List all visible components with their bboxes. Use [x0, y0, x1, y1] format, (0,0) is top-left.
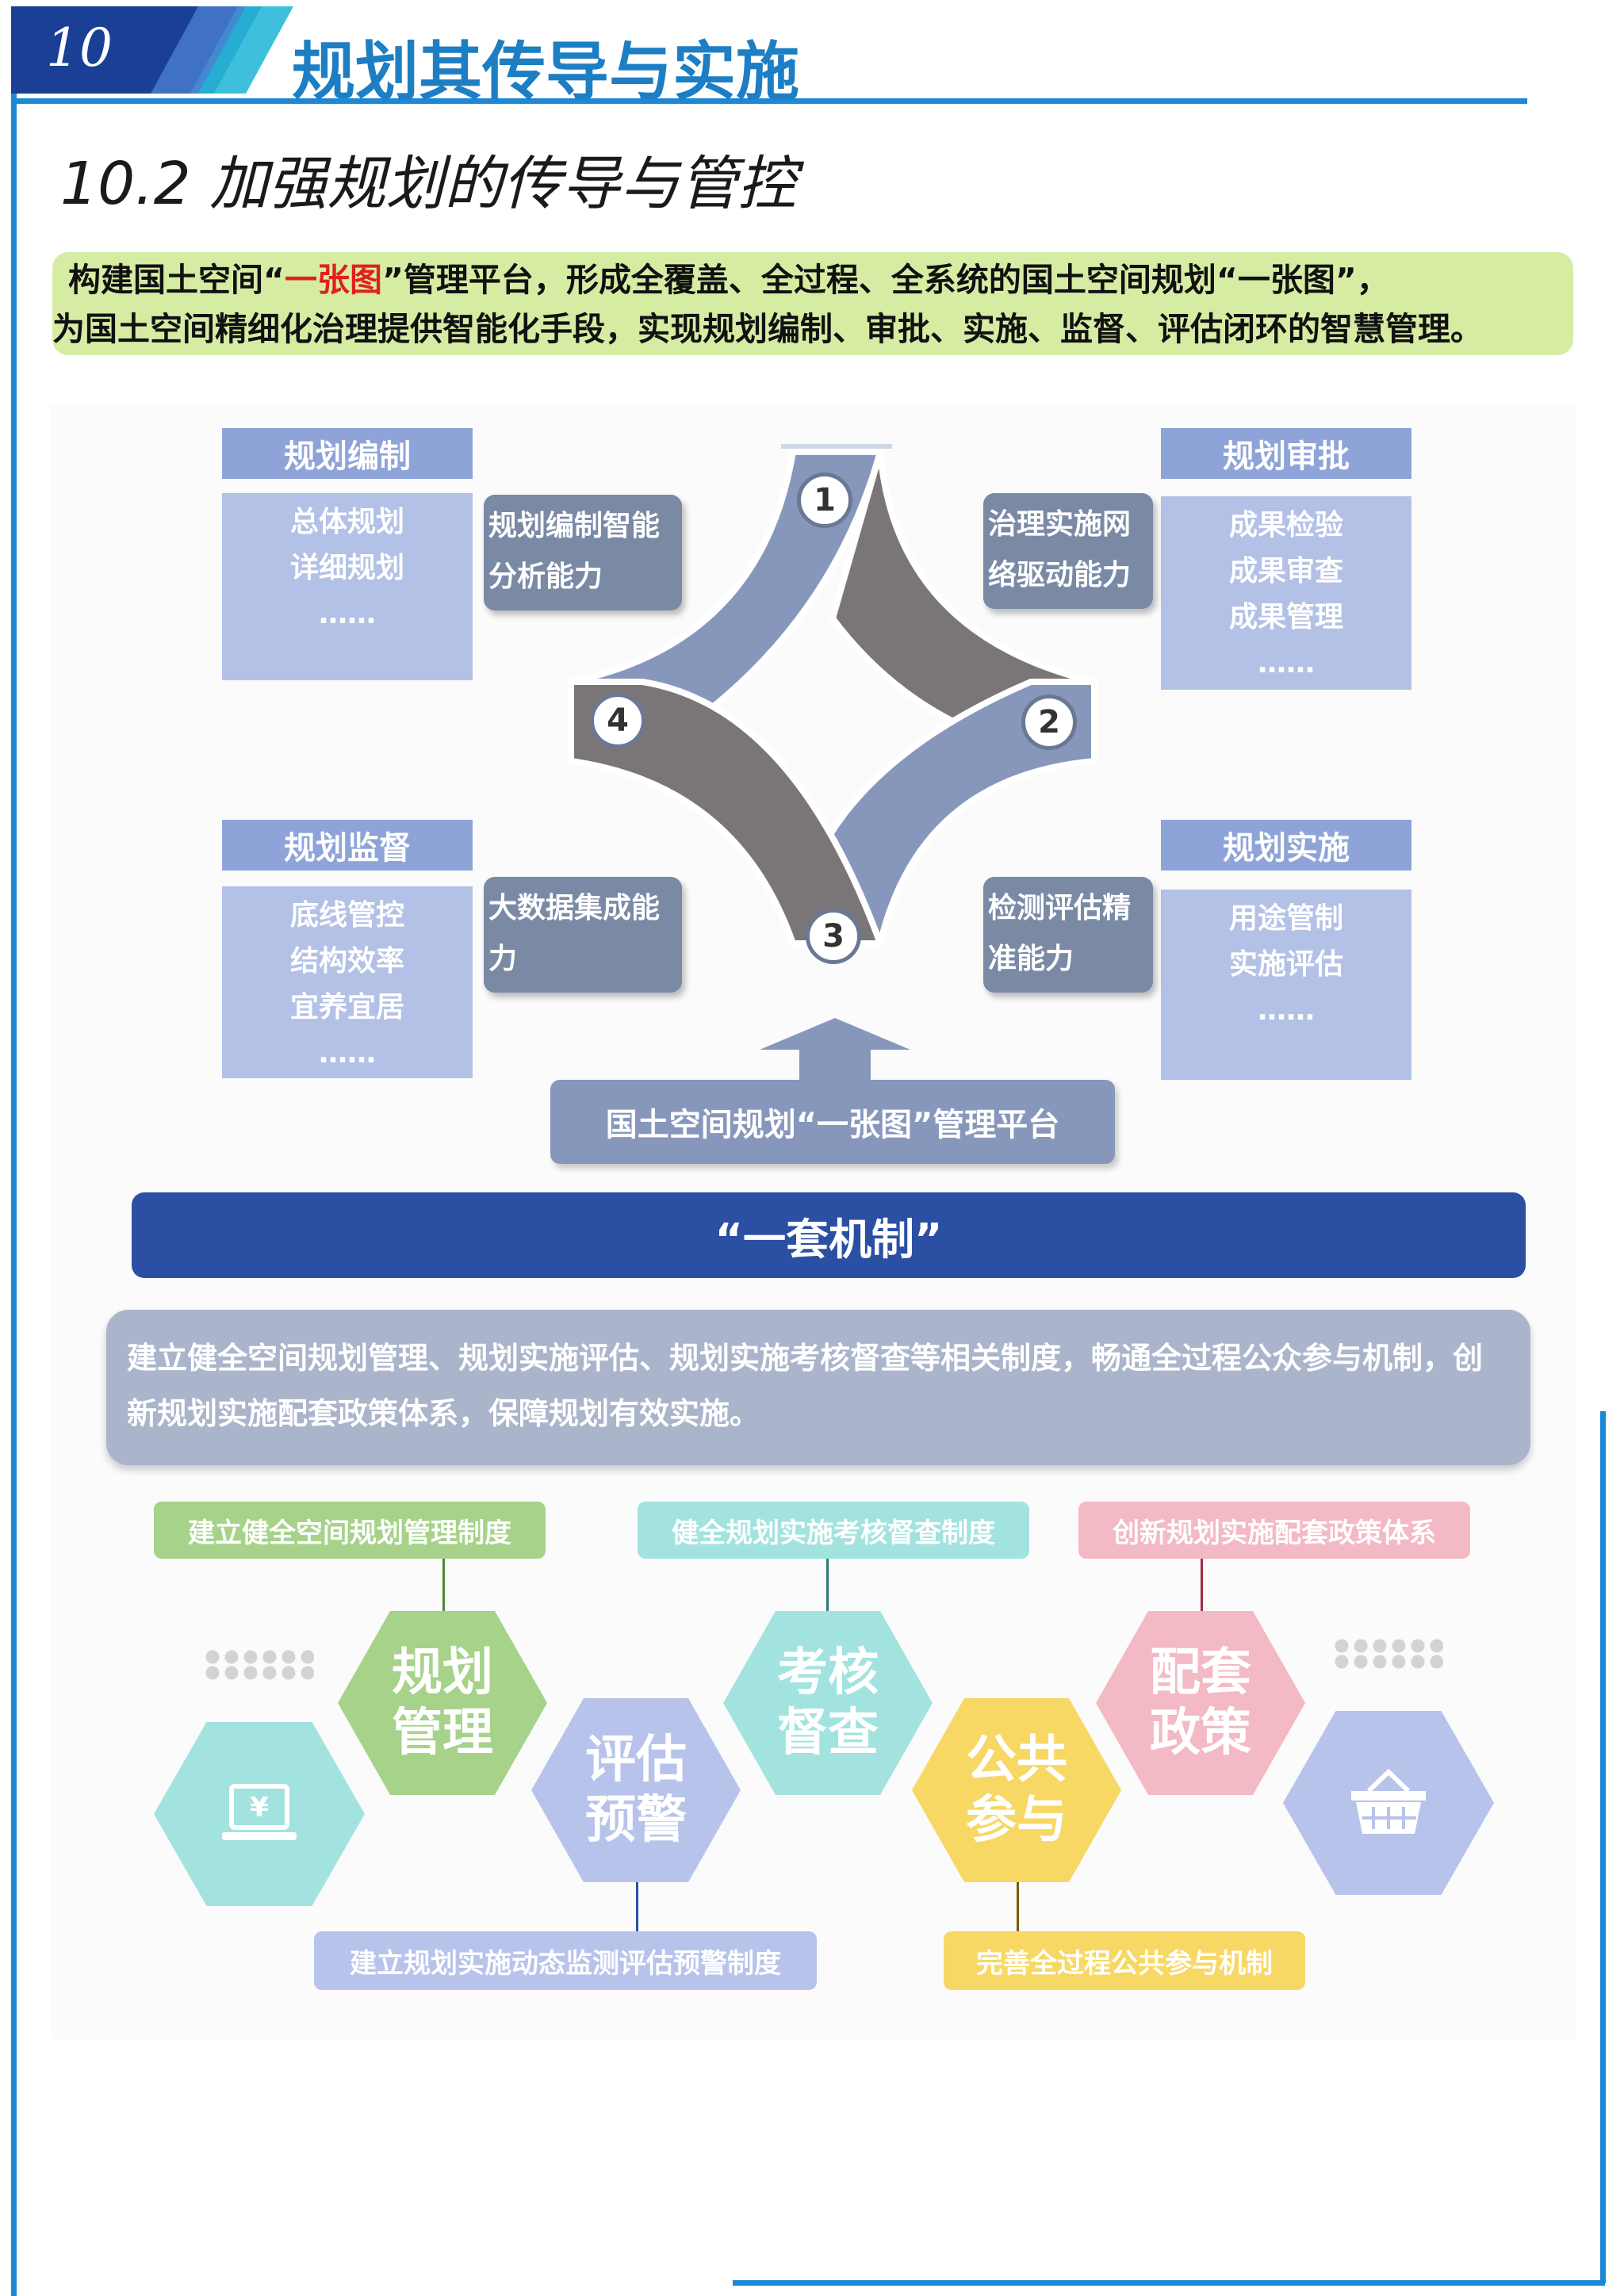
quadrant-header-plan-compile: 规划编制 [222, 428, 473, 479]
capability-plan-compile: 规划编制智能分析能力 [484, 495, 682, 610]
list-item: 详细规划 [289, 552, 404, 584]
laptop-yen-icon: ¥ [222, 1784, 297, 1840]
intro-box [52, 252, 1573, 355]
intro-highlight: 一张图 [284, 261, 382, 299]
basket-hexagon [1283, 1711, 1494, 1895]
dots-icon [203, 1649, 314, 1681]
platform-label: 国土空间规划“一张图”管理平台 [550, 1080, 1115, 1164]
cycle-diagram [568, 444, 1097, 947]
list-item: 用途管制 [1228, 902, 1343, 935]
tag-spatial-planning-management: 建立健全空间规划管理制度 [154, 1502, 546, 1559]
quadrant-list-plan-approve: 成果检验 成果审查 成果管理 …… [1161, 496, 1411, 690]
tag-implementation-supervision: 健全规划实施考核督查制度 [638, 1502, 1029, 1559]
connector-line [442, 1559, 445, 1611]
quadrant-header-plan-supervise: 规划监督 [222, 820, 473, 871]
hexagon-line: 参与 [966, 1791, 1067, 1850]
intro-line-2: 为国土空间精细化治理提供智能化手段，实现规划编制、审批、实施、监督、评估闭环的智… [52, 310, 1483, 348]
list-item: 结构效率 [289, 945, 404, 978]
quadrant-header-plan-approve: 规划审批 [1161, 428, 1411, 479]
connector-line [826, 1559, 829, 1614]
hexagon-line: 政策 [1150, 1704, 1251, 1762]
cycle-badge-1: 1 [797, 473, 852, 528]
list-item: …… [319, 598, 376, 630]
list-item: …… [319, 1037, 376, 1070]
cycle-badge-3: 3 [806, 909, 861, 964]
hexagon-public-participation: 公共参与 [912, 1698, 1121, 1882]
mechanism-banner: “一套机制” [132, 1192, 1526, 1278]
list-item: …… [1258, 994, 1315, 1027]
quadrant-list-plan-supervise: 底线管控 结构效率 宜养宜居 …… [222, 886, 473, 1078]
quadrant-list-plan-compile: 总体规划 详细规划 …… [222, 493, 473, 680]
section-title: 10.2 加强规划的传导与管控 [60, 150, 797, 218]
capability-plan-supervise: 大数据集成能力 [484, 877, 682, 993]
capability-plan-implement: 检测评估精准能力 [983, 877, 1153, 993]
chapter-title: 规划其传导与实施 [292, 35, 799, 109]
mechanism-description: 建立健全空间规划管理、规划实施评估、规划实施考核督查等相关制度，畅通全过程公众参… [106, 1310, 1530, 1465]
svg-text:¥: ¥ [250, 1792, 269, 1823]
quadrant-list-plan-implement: 用途管制 实施评估 …… [1161, 890, 1411, 1080]
list-item: 底线管控 [289, 899, 404, 932]
connector-line [636, 1879, 638, 1931]
left-rule [11, 103, 17, 2296]
tag-supporting-policy: 创新规划实施配套政策体系 [1078, 1502, 1470, 1559]
list-item: 成果管理 [1228, 601, 1343, 633]
laptop-yen-hexagon: ¥ [154, 1722, 365, 1906]
capability-plan-approve: 治理实施网络驱动能力 [983, 493, 1153, 609]
list-item: 宜养宜居 [289, 991, 404, 1024]
list-item: …… [1258, 647, 1315, 679]
hexagon-line: 规划 [392, 1644, 493, 1702]
basket-icon [1351, 1768, 1426, 1834]
hexagon-line: 考核 [777, 1644, 879, 1702]
tag-public-participation: 完善全过程公共参与机制 [944, 1931, 1305, 1990]
hexagon-line: 预警 [585, 1791, 687, 1850]
hexagon-line: 公共 [966, 1731, 1067, 1789]
intro-line-1: 构建国土空间“一张图”管理平台，形成全覆盖、全过程、全系统的国土空间规划“一张图… [68, 255, 1389, 304]
list-item: 成果检验 [1228, 509, 1343, 541]
intro-line-1-start: 构建国土空间“ [68, 261, 285, 299]
hexagon-line: 配套 [1150, 1644, 1251, 1702]
hexagon-planning-management: 规划管理 [338, 1611, 547, 1795]
right-rule [1600, 1411, 1606, 2283]
chapter-header-graphic [11, 6, 1527, 109]
bottom-rule [733, 2280, 1605, 2286]
connector-line [1017, 1882, 1019, 1931]
list-item: 实施评估 [1228, 948, 1343, 981]
hexagon-line: 管理 [392, 1704, 493, 1762]
hexagon-line: 督查 [777, 1704, 879, 1762]
hexagon-assessment-inspection: 考核督查 [723, 1611, 933, 1795]
hexagon-evaluation-warning: 评估预警 [531, 1698, 741, 1882]
dots-icon [1332, 1638, 1443, 1670]
quadrant-header-plan-implement: 规划实施 [1161, 820, 1411, 871]
list-item: 成果审查 [1228, 555, 1343, 587]
hexagon-supporting-policy: 配套政策 [1096, 1611, 1305, 1795]
hexagon-line: 评估 [585, 1731, 687, 1789]
intro-line-1-end: ”管理平台，形成全覆盖、全过程、全系统的国土空间规划“一张图”， [381, 261, 1389, 299]
cycle-badge-4: 4 [590, 693, 645, 748]
cycle-badge-2: 2 [1021, 695, 1077, 750]
connector-line [1201, 1559, 1203, 1611]
chapter-number: 10 [46, 17, 113, 78]
up-arrow-icon [760, 1018, 910, 1081]
list-item: 总体规划 [289, 506, 404, 538]
tag-dynamic-monitoring-warning: 建立规划实施动态监测评估预警制度 [314, 1931, 817, 1990]
